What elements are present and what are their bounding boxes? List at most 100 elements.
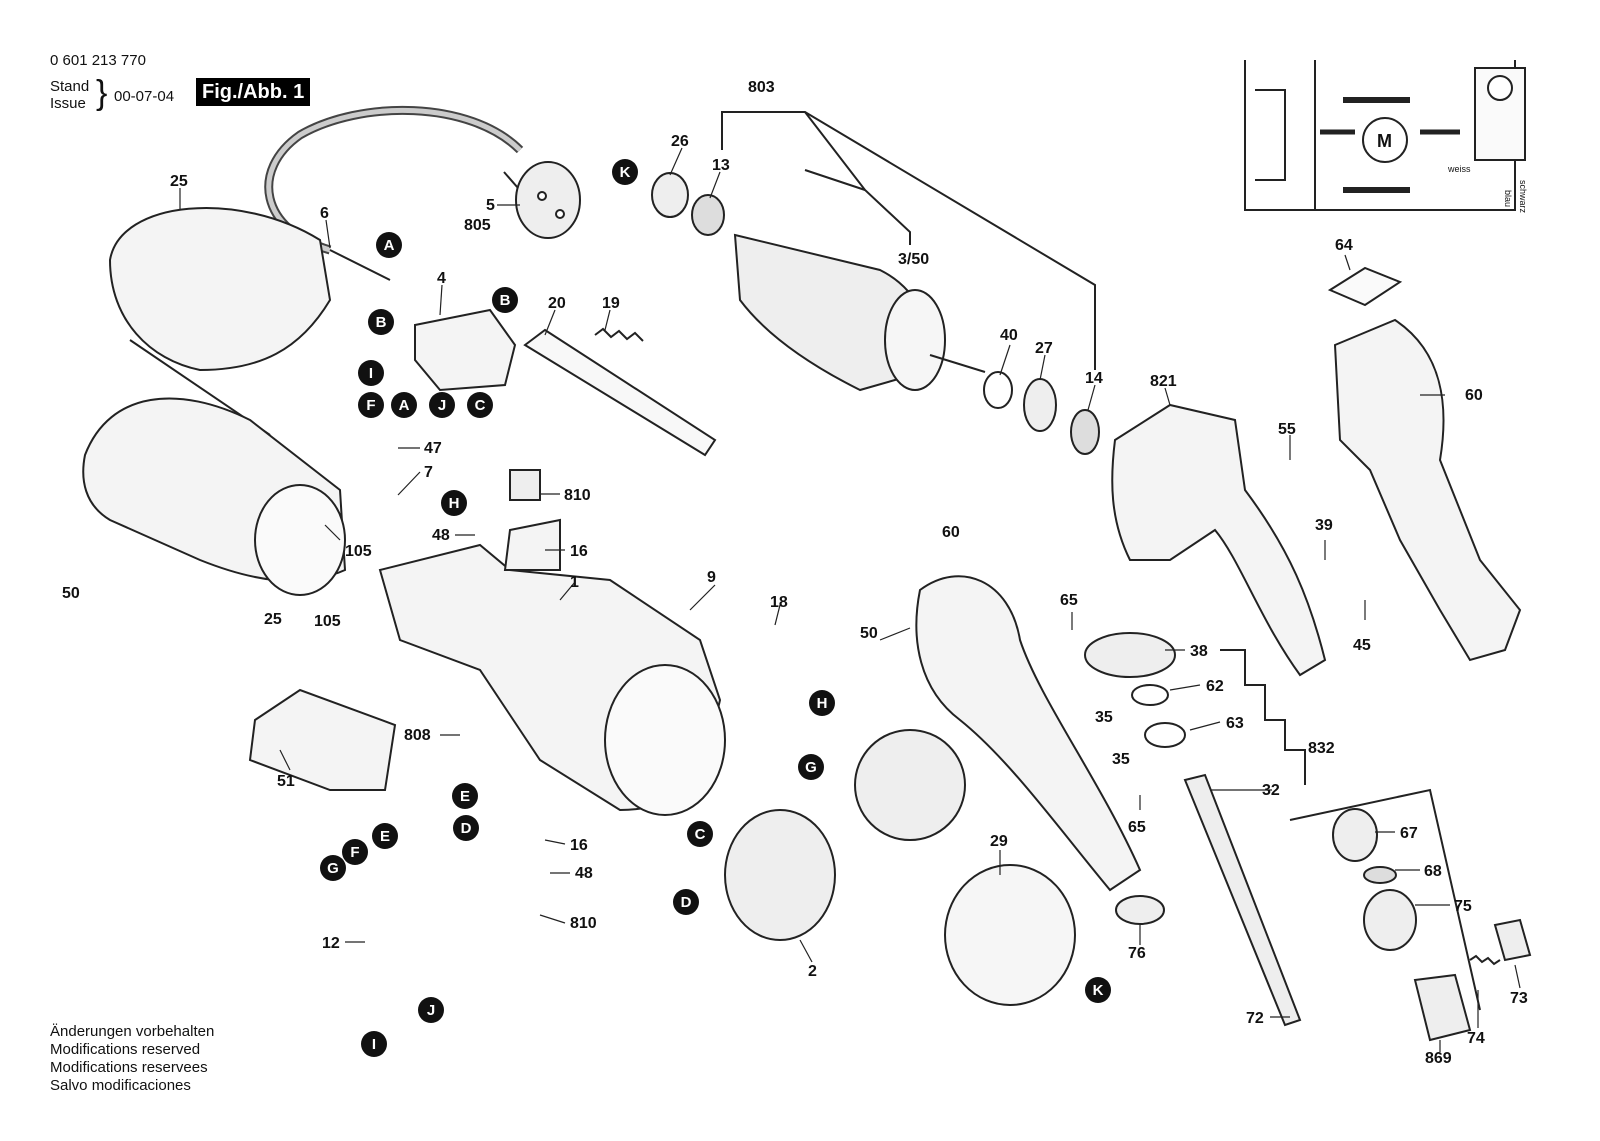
- part-label-5: 5: [486, 197, 495, 214]
- part-label-26: 26: [671, 133, 689, 150]
- spring-part-75: [1363, 889, 1417, 951]
- switch-part-4: [414, 308, 517, 392]
- note-fr: Modifications reservees: [50, 1059, 208, 1076]
- part-label-38: 38: [1190, 643, 1208, 660]
- connector-marker-letter: G: [805, 759, 817, 776]
- part-label-19: 19: [602, 295, 620, 312]
- schematic-motor-label: M: [1377, 131, 1392, 151]
- part-label-869: 869: [1425, 1050, 1452, 1067]
- spring-part-19: [594, 327, 644, 342]
- connector-marker-e: E: [372, 823, 398, 849]
- connector-marker-letter: E: [380, 828, 390, 845]
- connector-marker-letter: I: [372, 1036, 376, 1053]
- connector-marker-letter: F: [366, 397, 375, 414]
- connector-marker-disc: [687, 821, 713, 847]
- label-plate-part-64: [1327, 266, 1403, 307]
- part-label-50: 50: [860, 625, 878, 642]
- part-label-6: 6: [320, 205, 329, 222]
- connector-marker-j: J: [418, 997, 444, 1023]
- group-bracket-832: [1220, 649, 1306, 785]
- connector-marker-letter: C: [475, 397, 486, 414]
- part-label-62: 62: [1206, 678, 1224, 695]
- part-label-808: 808: [404, 727, 431, 744]
- connector-marker-f: F: [342, 839, 368, 865]
- connector-marker-letter: G: [327, 860, 339, 877]
- connector-marker-disc: [673, 889, 699, 915]
- part-label-14: 14: [1085, 370, 1103, 387]
- bearing-part-14: [1070, 409, 1100, 455]
- part-label-805: 805: [464, 217, 491, 234]
- connector-marker-disc: [361, 1031, 387, 1057]
- part-68: [1363, 866, 1397, 884]
- bearing-ring-part-26: [651, 172, 689, 218]
- connector-marker-j: J: [429, 392, 455, 418]
- part-label-35: 35: [1112, 751, 1130, 768]
- sleeve-part-869: [1413, 973, 1472, 1042]
- connector-marker-letter: J: [438, 397, 446, 414]
- fan-wheel: [884, 289, 946, 391]
- connector-marker-c: C: [467, 392, 493, 418]
- mains-plug: [503, 161, 581, 239]
- part-label-29: 29: [990, 833, 1008, 850]
- connector-marker-letter: J: [427, 1002, 435, 1019]
- issue-label: Issue: [50, 95, 86, 112]
- part-label-67: 67: [1400, 825, 1418, 842]
- part-label-68: 68: [1424, 863, 1442, 880]
- connector-marker-letter: H: [817, 695, 828, 712]
- connector-marker-disc: [453, 815, 479, 841]
- connector-marker-letter: C: [695, 826, 706, 843]
- part-label-51: 51: [277, 773, 295, 790]
- bevel-gear-part-38: [1084, 632, 1176, 678]
- connector-marker-disc: [612, 159, 638, 185]
- part-label-63: 63: [1226, 715, 1244, 732]
- part-label-60: 60: [942, 524, 960, 541]
- part-label-74: 74: [1467, 1030, 1485, 1047]
- connector-marker-disc: [429, 392, 455, 418]
- handle-cover-part-60-top: [1333, 318, 1522, 662]
- spring-part-74: [1469, 954, 1501, 966]
- part-label-27: 27: [1035, 340, 1053, 357]
- part-label-3-50: 3/50: [898, 251, 929, 268]
- spring-part-67: [1332, 808, 1378, 862]
- part-label-20: 20: [548, 295, 566, 312]
- connector-marker-d: D: [453, 815, 479, 841]
- part-label-76: 76: [1128, 945, 1146, 962]
- connector-marker-disc: [391, 392, 417, 418]
- connector-marker-i: I: [361, 1031, 387, 1057]
- part-label-45: 45: [1353, 637, 1371, 654]
- wiring-schematic: [1244, 60, 1526, 211]
- part-label-47: 47: [424, 440, 442, 457]
- motor-symbol: [1362, 117, 1408, 163]
- part-label-13: 13: [712, 157, 730, 174]
- part-number-labels: 803 26 13 5 805 25 6 4 20 19 3/50 40 27 …: [62, 79, 1528, 1067]
- part-label-40: 40: [1000, 327, 1018, 344]
- part-label-16: 16: [570, 543, 588, 560]
- connector-marker-disc: [809, 690, 835, 716]
- part-label-48: 48: [575, 865, 593, 882]
- connector-marker-a: A: [391, 392, 417, 418]
- connector-marker-c: C: [687, 821, 713, 847]
- connector-marker-disc: [418, 997, 444, 1023]
- connector-marker-disc: [320, 855, 346, 881]
- connector-marker-e: E: [452, 783, 478, 809]
- connector-marker-disc: [452, 783, 478, 809]
- connector-marker-letter: A: [399, 397, 410, 414]
- connector-marker-disc: [376, 232, 402, 258]
- part-label-821: 821: [1150, 373, 1177, 390]
- connector-marker-b: B: [368, 309, 394, 335]
- connector-marker-disc: [467, 392, 493, 418]
- connector-marker-letter: K: [620, 164, 631, 181]
- brace-glyph: }: [96, 74, 108, 112]
- cap-part-76: [1115, 895, 1165, 925]
- schematic-wire-blau: blau: [1503, 190, 1513, 207]
- figure-badge: Fig./Abb. 1: [196, 78, 311, 106]
- connector-marker-h: H: [441, 490, 467, 516]
- schematic-wire-schwarz: schwarz: [1518, 180, 1528, 214]
- part-label-39: 39: [1315, 517, 1333, 534]
- connector-marker-f: F: [358, 392, 384, 418]
- connector-marker-h: H: [809, 690, 835, 716]
- part-label-7: 7: [424, 464, 433, 481]
- connector-marker-disc: [492, 287, 518, 313]
